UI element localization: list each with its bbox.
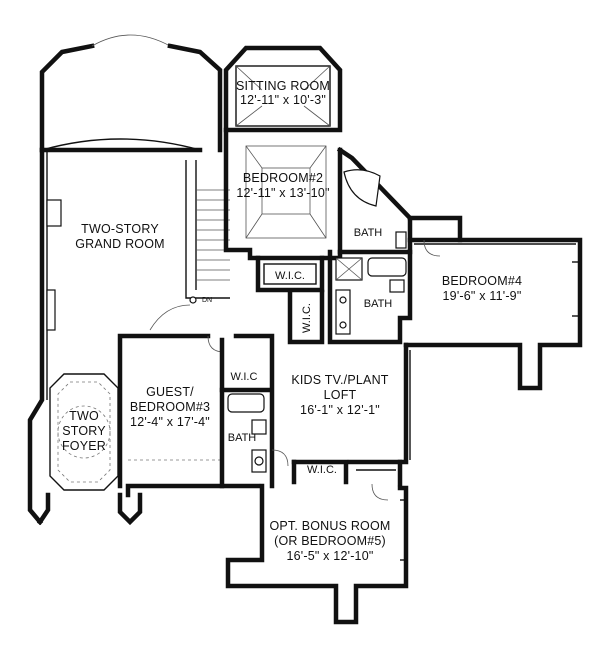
- wic-side-name: W.I.C.: [301, 303, 313, 333]
- guest-wic-bath-walls: [219, 337, 271, 489]
- bedroom2-walls: [223, 127, 343, 261]
- sitting-room-size: 12'-11" x 10'-3": [240, 93, 326, 107]
- upper-bath-name: BATH: [354, 227, 383, 239]
- loft-walls: [271, 342, 411, 501]
- bonus-room-walls: [225, 483, 409, 625]
- grand-room-line1: TWO-STORY: [81, 222, 159, 236]
- bonus-room-line2: (OR BEDROOM#5): [274, 534, 386, 548]
- loft-size: 16'-1" x 12'-1": [300, 403, 380, 417]
- foyer-line3: FOYER: [62, 439, 106, 453]
- loft-line1: KIDS TV./PLANT: [291, 373, 388, 387]
- sitting-room-name: SITTING ROOM: [236, 79, 330, 93]
- bedroom2-size: 12'-11" x 13'-10": [236, 186, 329, 200]
- guest-bedroom-size: 12'-4" x 17'-4": [130, 415, 210, 429]
- foyer-line2: STORY: [62, 424, 106, 438]
- sitting-room-walls: [223, 45, 343, 133]
- wic-side-walls: [287, 289, 325, 345]
- bedroom4-name: BEDROOM#4: [442, 274, 522, 288]
- bedroom2-name: BEDROOM#2: [243, 171, 323, 185]
- guest-bedroom-line2: BEDROOM#3: [130, 400, 210, 414]
- foyer-line1: TWO: [69, 409, 99, 423]
- wic-top-name: W.I.C.: [275, 270, 305, 282]
- bedroom4-walls: [403, 237, 583, 391]
- guest-wic-name: W.I.C: [231, 371, 258, 383]
- middle-bath-name: BATH: [364, 298, 393, 310]
- stair-direction-label: DN: [202, 297, 212, 304]
- bonus-room-line1: OPT. BONUS ROOM: [269, 519, 390, 533]
- upper-bath-walls: [336, 146, 463, 255]
- grand-room-walls: [27, 34, 261, 526]
- guest-bath-name: BATH: [228, 432, 257, 444]
- loft-line2: LOFT: [324, 388, 357, 402]
- foyer-shape: [49, 373, 119, 491]
- guest-bedroom-line1: GUEST/: [146, 385, 194, 399]
- bedroom4-size: 19'-6" x 11'-9": [443, 289, 522, 303]
- bonus-room-size: 16'-5" x 12'-10": [286, 549, 373, 563]
- grand-room-line2: GRAND ROOM: [75, 237, 165, 251]
- middle-bath-walls: [327, 249, 413, 345]
- loft-wic-name: W.I.C.: [307, 464, 337, 476]
